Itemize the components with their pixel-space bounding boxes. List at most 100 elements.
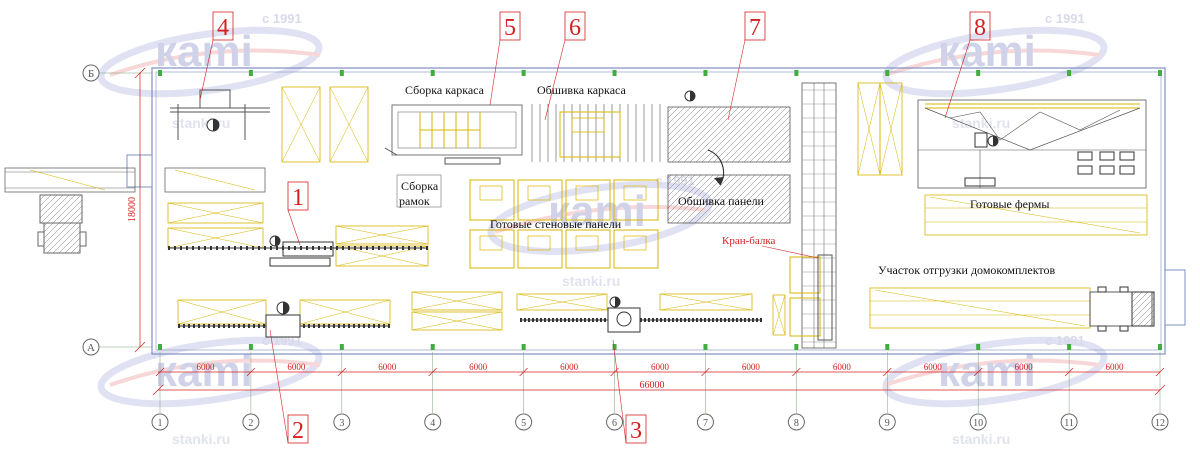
conveyor-roller — [544, 318, 546, 322]
column-label: 8 — [794, 418, 799, 429]
material-stack — [335, 225, 429, 245]
conveyor-roller — [528, 318, 530, 322]
callout-box — [969, 11, 991, 41]
station-2-line — [178, 301, 390, 338]
watermark-site: stanki.ru — [952, 431, 1010, 447]
conveyor-roller — [680, 318, 682, 322]
conveyor-roller — [728, 318, 730, 322]
stack-diagonal — [879, 82, 903, 176]
column-label: 5 — [521, 418, 526, 429]
conveyor-roller — [420, 246, 422, 250]
span-label: 6000 — [1015, 362, 1034, 372]
watermark-logo: каmі — [155, 347, 253, 396]
conveyor-roller — [748, 318, 750, 322]
stack-diagonal — [299, 299, 391, 325]
span-label: 6000 — [742, 362, 761, 372]
panel-opening — [479, 185, 503, 201]
conveyor-roller — [696, 318, 698, 322]
watermark-site: stanki.ru — [172, 431, 230, 447]
callout-leader — [944, 39, 971, 119]
conveyor-roller — [360, 246, 362, 250]
conveyor-roller — [218, 324, 220, 328]
callout-box — [744, 11, 766, 41]
conveyor-roller — [388, 324, 390, 328]
stack-diagonal — [329, 86, 369, 163]
conveyor-roller — [652, 318, 654, 322]
material-stack — [281, 86, 321, 163]
ready-trusses-stack — [924, 194, 1148, 236]
conveyor-roller — [373, 324, 375, 328]
conveyor-roller — [720, 318, 722, 322]
conveyor-roller — [668, 318, 670, 322]
callout-number: 2 — [292, 418, 304, 444]
conveyor-roller — [584, 318, 586, 322]
conveyor-roller — [732, 318, 734, 322]
conveyor-roller — [210, 246, 212, 250]
conveyor-roller — [234, 246, 236, 250]
column-bubble — [787, 413, 805, 431]
span-label: 6000 — [1106, 362, 1125, 372]
column-label: 1 — [158, 418, 163, 429]
column-marker — [1067, 70, 1072, 76]
watermark-logo: каmі — [548, 187, 646, 236]
callout-leader — [199, 39, 214, 101]
span-label: 6000 — [924, 362, 943, 372]
span-tick — [155, 367, 165, 377]
wall-panel — [613, 179, 659, 221]
station-1-saw-line — [168, 235, 428, 267]
conveyor-roller — [253, 324, 255, 328]
callout-box — [287, 414, 309, 444]
conveyor-roller — [576, 318, 578, 322]
conveyor-roller — [378, 246, 380, 250]
shipping-area-label: Участок отгрузки домокомплектов — [878, 263, 1055, 277]
stack-diagonal — [167, 227, 264, 249]
column-marker — [794, 344, 799, 350]
conveyor-roller — [744, 318, 746, 322]
conveyor-roller — [258, 246, 260, 250]
column-marker — [430, 344, 435, 350]
conveyor-roller — [592, 318, 594, 322]
frame-assembly-label: Сборка каркаса — [405, 83, 485, 97]
column-bubble — [1060, 413, 1078, 431]
callout-number: 1 — [292, 185, 304, 211]
callout-number: 8 — [974, 15, 986, 41]
conveyor-roller — [183, 324, 185, 328]
conveyor-roller — [644, 318, 646, 322]
wall-panel — [565, 229, 611, 269]
callout-box — [625, 414, 647, 444]
column-marker — [248, 344, 253, 350]
watermark-logo: каmі — [155, 27, 253, 76]
conveyor-roller — [198, 246, 200, 250]
infeed-conveyor — [4, 167, 266, 193]
stack-diagonal — [335, 245, 429, 267]
material-stack — [659, 293, 753, 311]
frames-assembly-label-1: Сборка — [401, 179, 439, 193]
span-label: 6000 — [378, 362, 397, 372]
conveyor-roller — [243, 324, 245, 328]
conveyor-roller — [724, 318, 726, 322]
conveyor-roller — [396, 246, 398, 250]
conveyor-roller — [180, 246, 182, 250]
material-stack — [411, 311, 503, 331]
span-tick — [701, 367, 710, 377]
conveyor-roller — [324, 246, 326, 250]
span-tick — [792, 367, 801, 377]
material-stack — [329, 86, 369, 163]
wall-panel — [517, 229, 563, 269]
station-3-multisaw — [520, 296, 762, 333]
callout-number: 7 — [749, 15, 761, 41]
width-dimension-label: 18000 — [127, 197, 138, 222]
stack-diagonal — [659, 293, 753, 311]
conveyor-roller — [760, 318, 762, 322]
column-bubble — [151, 413, 169, 431]
conveyor-roller — [228, 246, 230, 250]
conveyor-roller — [648, 318, 650, 322]
conveyor-roller — [660, 318, 662, 322]
conveyor-roller — [318, 246, 320, 250]
column-label: 2 — [248, 418, 253, 429]
watermark-top-left: с 1991 каmі stanki.ru — [97, 11, 323, 131]
conveyor-roller — [704, 318, 706, 322]
column-marker — [794, 70, 799, 76]
conveyor-roller — [203, 324, 205, 328]
